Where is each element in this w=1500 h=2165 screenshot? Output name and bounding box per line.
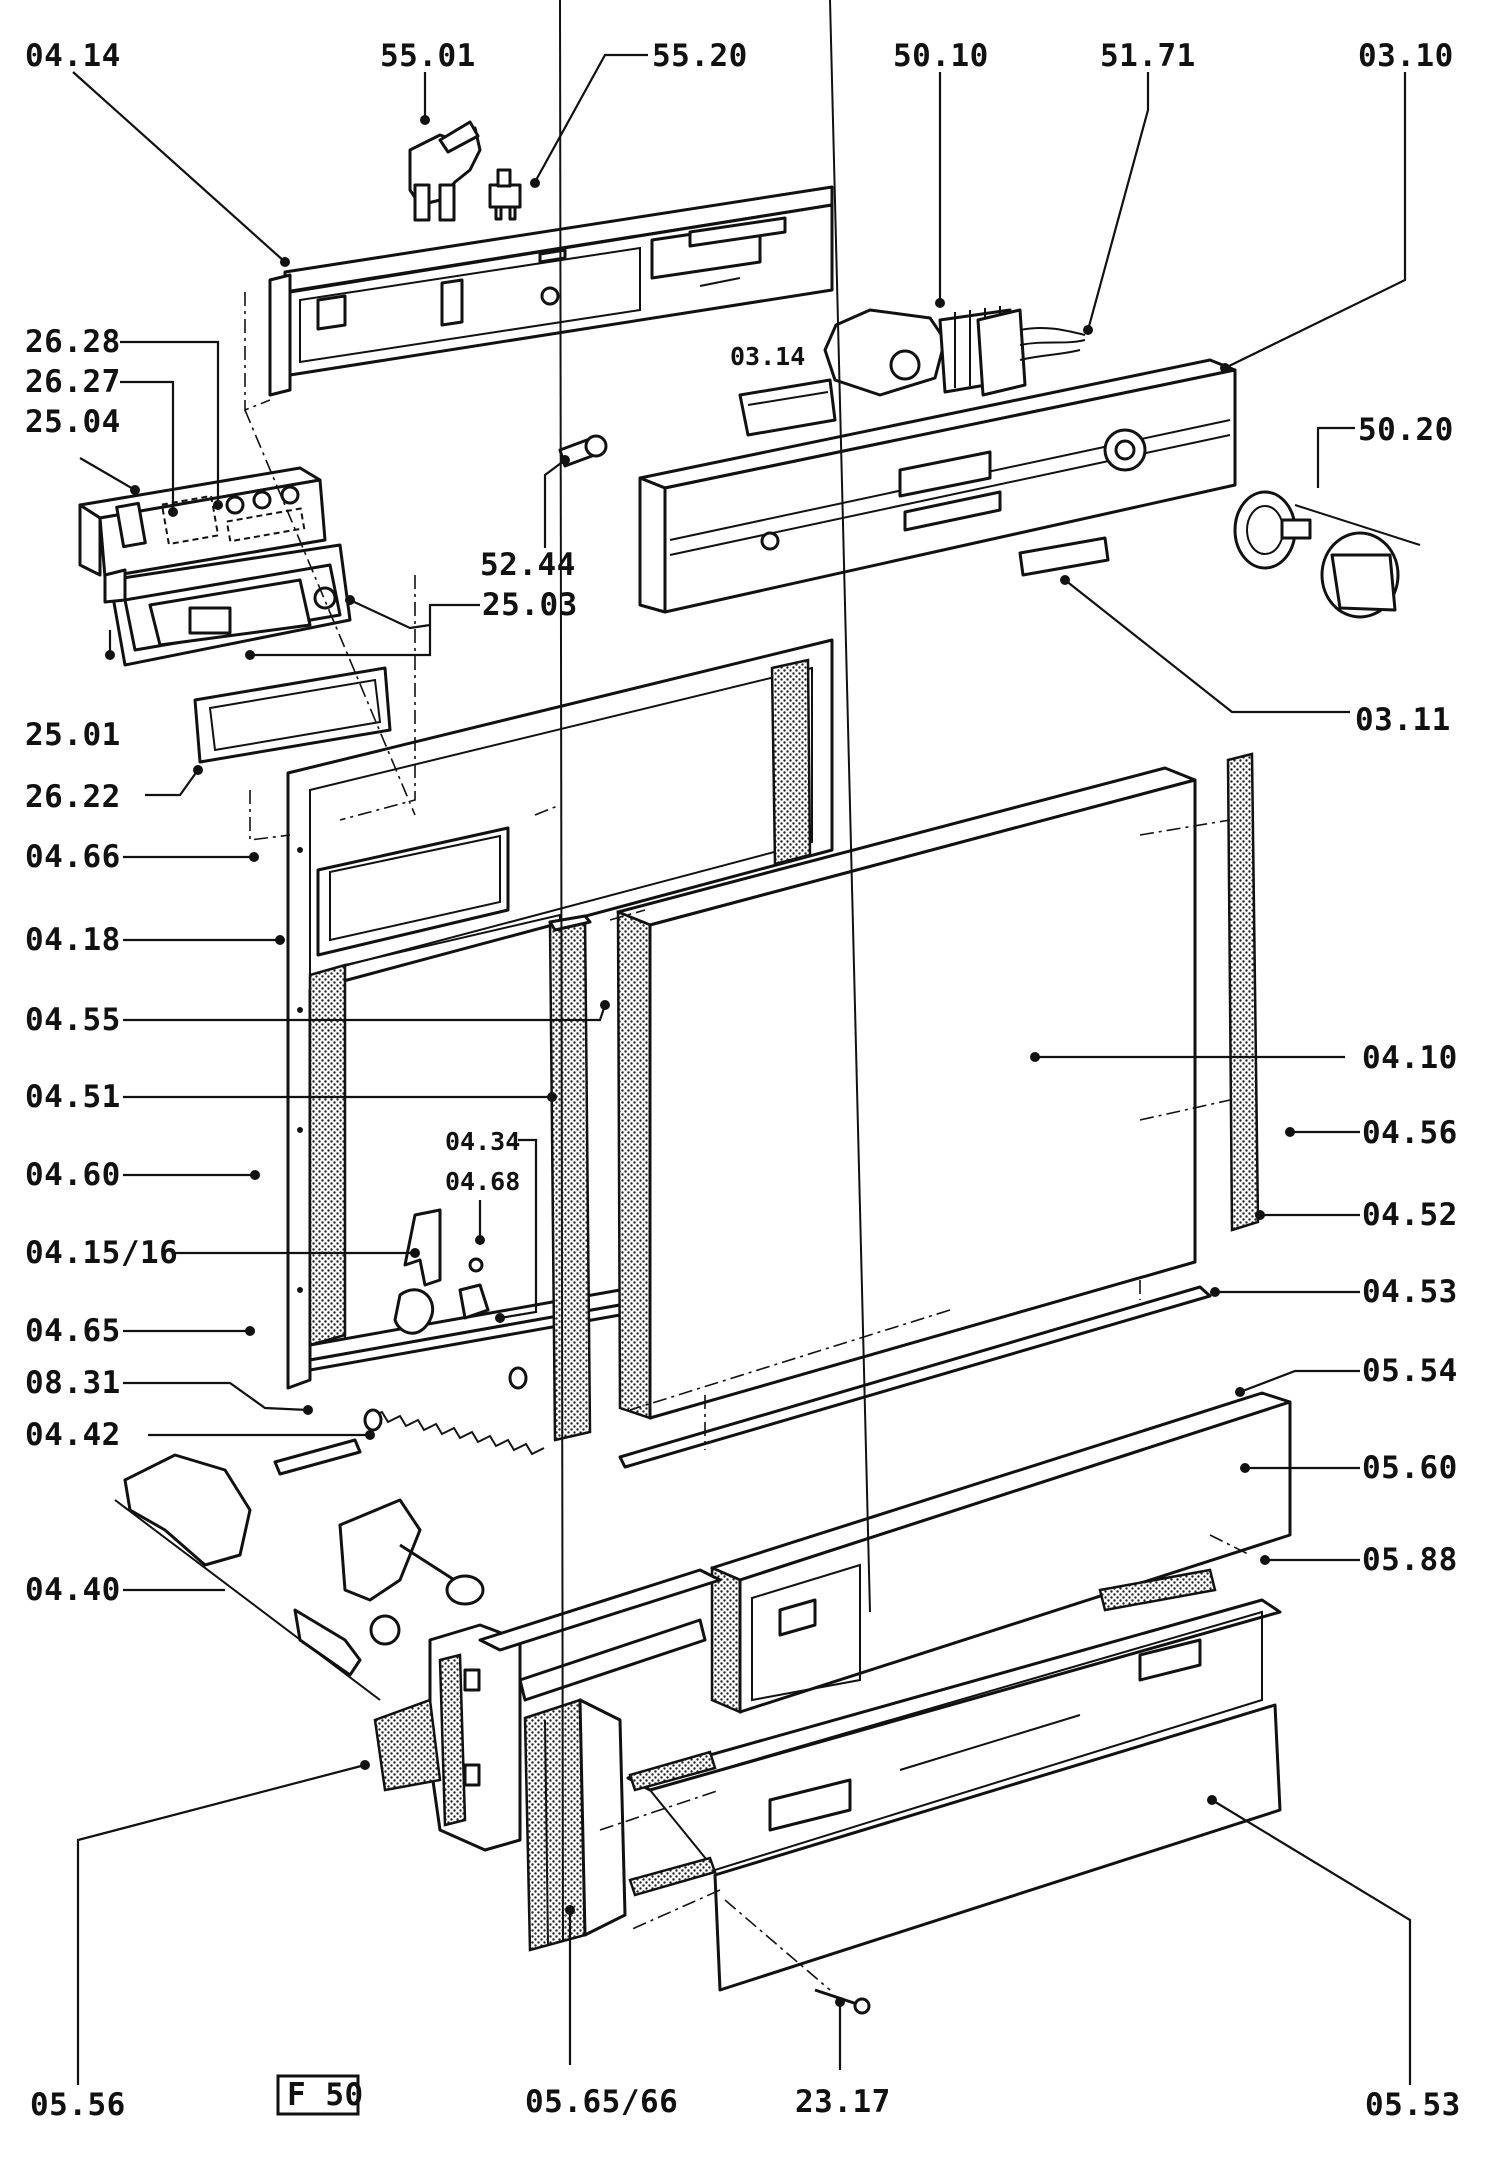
small-switch-part [488, 168, 522, 221]
label-05-56: 05.56 [30, 2087, 126, 2123]
label-26-22: 26.22 [25, 779, 121, 815]
label-05-65-66: 05.65/66 [525, 2084, 678, 2120]
label-04-56: 04.56 [1362, 1115, 1458, 1151]
hinge-mechanism-part [363, 1208, 545, 1456]
label-05-53: 05.53 [1365, 2087, 1461, 2123]
label-05-60: 05.60 [1362, 1450, 1458, 1486]
label-25-01: 25.01 [25, 717, 121, 753]
switch-part [408, 120, 482, 222]
label-55-20: 55.20 [652, 38, 748, 74]
label-52-44: 52.44 [480, 547, 576, 583]
dispenser-body-part [103, 543, 352, 667]
label-51-71: 51.71 [1100, 38, 1196, 74]
label-05-54: 05.54 [1362, 1353, 1458, 1389]
label-03-14: 03.14 [730, 342, 805, 371]
inner-door-frame-part [286, 638, 834, 1390]
front-control-panel-part [638, 358, 1237, 614]
plinth-screw-part [814, 1988, 871, 2015]
label-55-01: 55.01 [380, 38, 476, 74]
label-04-14: 04.14 [25, 38, 121, 74]
label-26-27: 26.27 [25, 364, 121, 400]
label-04-60: 04.60 [25, 1157, 121, 1193]
figure-badge: F 50 [276, 2074, 364, 2116]
panel-insert-part [738, 378, 837, 437]
leader-dots [105, 115, 1295, 2007]
callout-labels: 04.14 55.01 55.20 50.10 51.71 03.10 26.2… [25, 38, 1461, 2123]
label-04-65: 04.65 [25, 1313, 121, 1349]
label-03-11: 03.11 [1355, 702, 1451, 738]
bottom-trim-part [618, 1285, 1212, 1469]
label-50-20: 50.20 [1358, 412, 1454, 448]
label-26-28: 26.28 [25, 324, 121, 360]
label-04-51: 04.51 [25, 1079, 121, 1115]
panel-badge-strip-part [1018, 536, 1110, 577]
timer-motor-part [823, 306, 1017, 397]
label-04-15-16: 04.15/16 [25, 1235, 178, 1271]
label-08-31: 08.31 [25, 1365, 121, 1401]
label-04-53: 04.53 [1362, 1274, 1458, 1310]
label-04-68: 04.68 [445, 1167, 520, 1196]
side-bracket-part [373, 1568, 722, 1852]
kick-plate-part [710, 0, 1292, 1714]
label-50-10: 50.10 [893, 38, 989, 74]
label-04-18: 04.18 [25, 922, 121, 958]
assembly-center-lines [244, 292, 1251, 1991]
label-04-52: 04.52 [1362, 1197, 1458, 1233]
label-25-03: 25.03 [482, 587, 578, 623]
hinge-assembly-part [114, 1438, 485, 1701]
label-05-88: 05.88 [1362, 1542, 1458, 1578]
label-04-55: 04.55 [25, 1002, 121, 1038]
label-04-40: 04.40 [25, 1572, 121, 1608]
wiring-harness-part [976, 308, 1086, 397]
label-23-17: 23.17 [795, 2084, 891, 2120]
right-seal-strip-part [1226, 752, 1260, 1232]
dispenser-gasket-part [193, 666, 392, 764]
knob-assembly-part [1233, 490, 1421, 619]
label-25-04: 25.04 [25, 404, 121, 440]
dispenser-cover-part [78, 466, 327, 579]
label-03-10: 03.10 [1358, 38, 1454, 74]
label-04-66: 04.66 [25, 839, 121, 875]
screw-part [558, 434, 608, 468]
label-04-42: 04.42 [25, 1417, 121, 1453]
outer-door-panel-part [616, 766, 1197, 1420]
left-seal-strip-part [548, 914, 592, 1442]
label-04-34: 04.34 [445, 1127, 520, 1156]
toe-clip-part [523, 0, 627, 1952]
label-04-10: 04.10 [1362, 1040, 1458, 1076]
base-plinth-part [626, 1568, 1282, 1992]
figure-badge-text: F 50 [287, 2077, 364, 2113]
